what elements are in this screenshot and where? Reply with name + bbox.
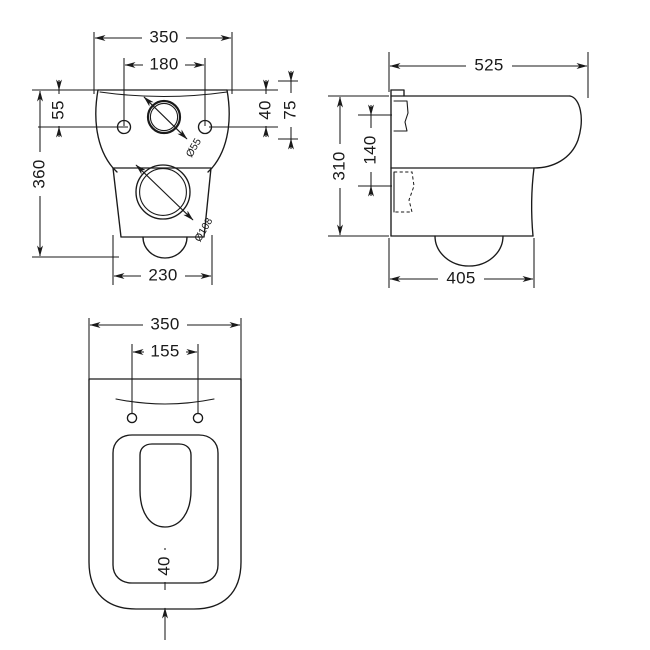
- side-elevation-outline: [390, 89, 582, 267]
- dim-40-plan-label: 40: [154, 556, 173, 576]
- dim-360-back: 360: [29, 89, 119, 258]
- dim-75-back-label: 75: [280, 100, 299, 120]
- dim-180-back-label: 180: [149, 54, 178, 73]
- dim-350-plan: 350: [88, 314, 242, 381]
- dim-180-back: 180: [123, 54, 206, 126]
- dim-55-back: 55: [38, 79, 190, 138]
- dim-310-side: 310: [328, 95, 389, 237]
- dim-40-back-label: 40: [255, 100, 274, 120]
- dim-230-back: 230: [112, 235, 213, 286]
- dim-350-plan-label: 350: [150, 314, 179, 333]
- dim-140-side-label: 140: [360, 135, 379, 164]
- dim-310-side-label: 310: [329, 151, 348, 180]
- dim-350-back: 350: [93, 27, 233, 94]
- plan-view: 350 155 40: [88, 314, 242, 640]
- dim-230-back-label: 230: [148, 265, 177, 284]
- dim-525-side: 525: [388, 52, 589, 98]
- dim-40-plan: 40: [154, 548, 176, 640]
- dim-75-back: 75: [278, 70, 301, 150]
- dim-55-back-label: 55: [48, 100, 67, 120]
- side-bracket-details: [393, 100, 415, 213]
- back-elevation-view: Ø55 Ø108 350 180: [29, 27, 301, 286]
- dim-360-back-label: 360: [29, 159, 48, 188]
- dim-140-side: 140: [358, 104, 392, 197]
- dim-350-back-label: 350: [149, 27, 178, 46]
- dim-405-side: 405: [388, 238, 535, 289]
- dim-155-plan-label: 155: [150, 341, 179, 360]
- dim-40-back: 40: [209, 79, 278, 138]
- dim-405-side-label: 405: [446, 268, 475, 287]
- dim-525-side-label: 525: [474, 55, 503, 74]
- side-elevation-view: 525 310 140 405: [328, 52, 589, 289]
- plan-outline: [88, 378, 242, 610]
- dim-155-plan: 155: [131, 341, 199, 414]
